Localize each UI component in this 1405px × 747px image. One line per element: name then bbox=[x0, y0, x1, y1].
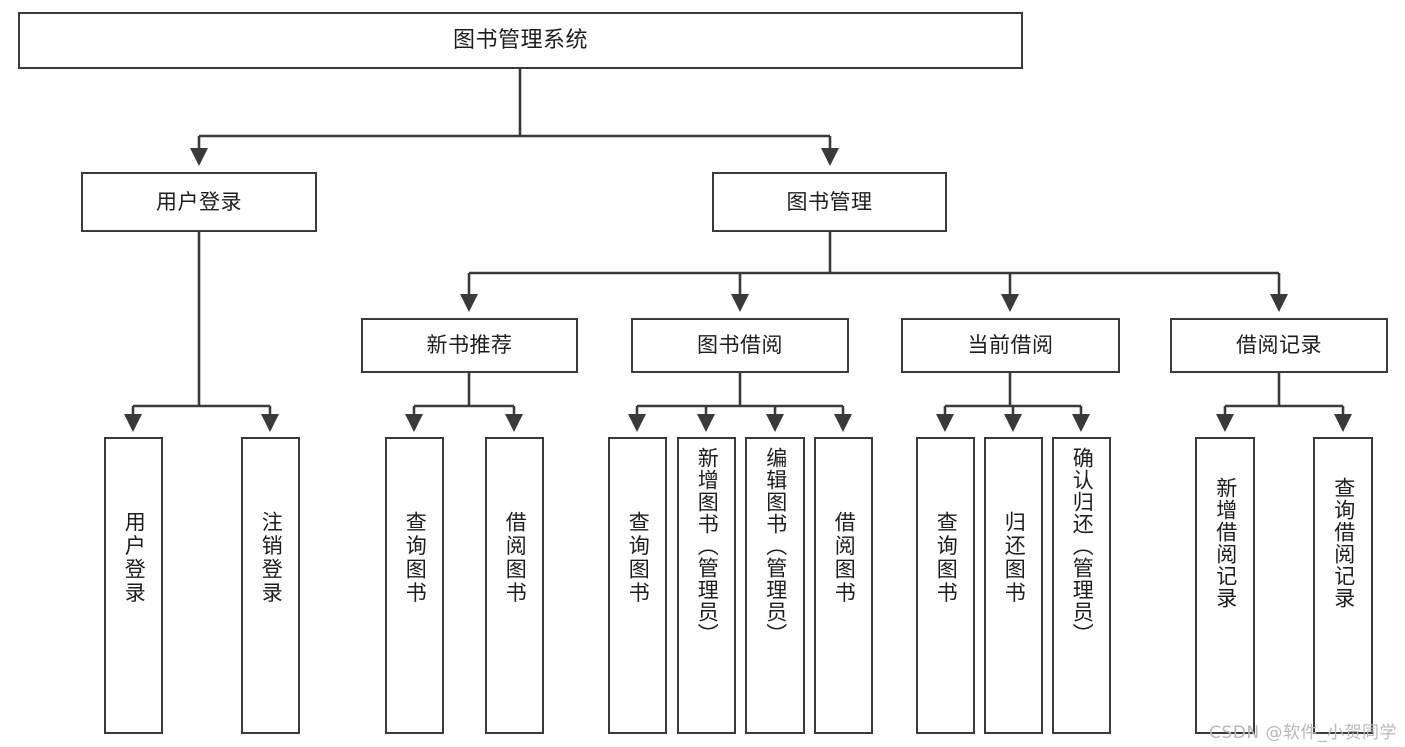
node-leaf-query-book-rec-label: 查询图书 bbox=[403, 511, 428, 605]
node-leaf-edit-book-label: 编辑图书（管理员） bbox=[763, 447, 788, 645]
node-leaf-add-record-label: 新增借阅记录 bbox=[1213, 477, 1238, 609]
node-leaf-return-book[interactable]: 归还图书 bbox=[984, 437, 1043, 734]
node-new-book-recommend[interactable]: 新书推荐 bbox=[361, 318, 578, 373]
node-root[interactable]: 图书管理系统 bbox=[18, 12, 1023, 69]
node-borrow-record-label: 借阅记录 bbox=[1236, 333, 1322, 358]
node-leaf-add-record[interactable]: 新增借阅记录 bbox=[1195, 437, 1255, 734]
node-user-login[interactable]: 用户登录 bbox=[81, 172, 317, 232]
node-user-login-label: 用户登录 bbox=[156, 189, 242, 214]
node-leaf-borrow-book-bor[interactable]: 借阅图书 bbox=[814, 437, 873, 734]
node-leaf-confirm-return[interactable]: 确认归还（管理员） bbox=[1052, 437, 1111, 734]
node-leaf-add-book[interactable]: 新增图书（管理员） bbox=[677, 437, 736, 734]
node-leaf-query-book-rec[interactable]: 查询图书 bbox=[385, 437, 444, 734]
node-leaf-query-book-cur-label: 查询图书 bbox=[934, 511, 959, 605]
node-leaf-query-record[interactable]: 查询借阅记录 bbox=[1313, 437, 1373, 734]
node-root-label: 图书管理系统 bbox=[452, 27, 588, 53]
node-leaf-confirm-return-label: 确认归还（管理员） bbox=[1070, 447, 1095, 645]
node-current-borrow[interactable]: 当前借阅 bbox=[901, 318, 1120, 373]
node-leaf-logout-label: 注销登录 bbox=[259, 511, 284, 605]
node-borrow-record[interactable]: 借阅记录 bbox=[1170, 318, 1388, 373]
node-current-borrow-label: 当前借阅 bbox=[967, 333, 1054, 358]
node-leaf-query-book-bor-label: 查询图书 bbox=[626, 511, 651, 605]
node-leaf-query-record-label: 查询借阅记录 bbox=[1331, 477, 1356, 609]
node-leaf-borrow-book-bor-label: 借阅图书 bbox=[832, 511, 857, 605]
node-leaf-borrow-book-rec[interactable]: 借阅图书 bbox=[485, 437, 544, 734]
node-book-manage-label: 图书管理 bbox=[786, 189, 873, 214]
node-leaf-borrow-book-rec-label: 借阅图书 bbox=[503, 511, 528, 605]
node-leaf-add-book-label: 新增图书（管理员） bbox=[695, 447, 720, 645]
csdn-watermark: CSDN @软件_小贺同学 bbox=[1209, 723, 1397, 743]
node-leaf-user-login[interactable]: 用户登录 bbox=[104, 437, 163, 734]
node-leaf-edit-book[interactable]: 编辑图书（管理员） bbox=[745, 437, 805, 734]
node-new-book-recommend-label: 新书推荐 bbox=[426, 333, 513, 358]
node-leaf-user-login-label: 用户登录 bbox=[122, 511, 147, 605]
node-leaf-return-book-label: 归还图书 bbox=[1002, 511, 1027, 605]
node-book-manage[interactable]: 图书管理 bbox=[712, 172, 947, 232]
node-leaf-query-book-bor[interactable]: 查询图书 bbox=[608, 437, 667, 734]
node-leaf-query-book-cur[interactable]: 查询图书 bbox=[916, 437, 975, 734]
node-book-borrow[interactable]: 图书借阅 bbox=[631, 318, 849, 373]
node-leaf-logout[interactable]: 注销登录 bbox=[241, 437, 300, 734]
node-book-borrow-label: 图书借阅 bbox=[697, 333, 783, 358]
